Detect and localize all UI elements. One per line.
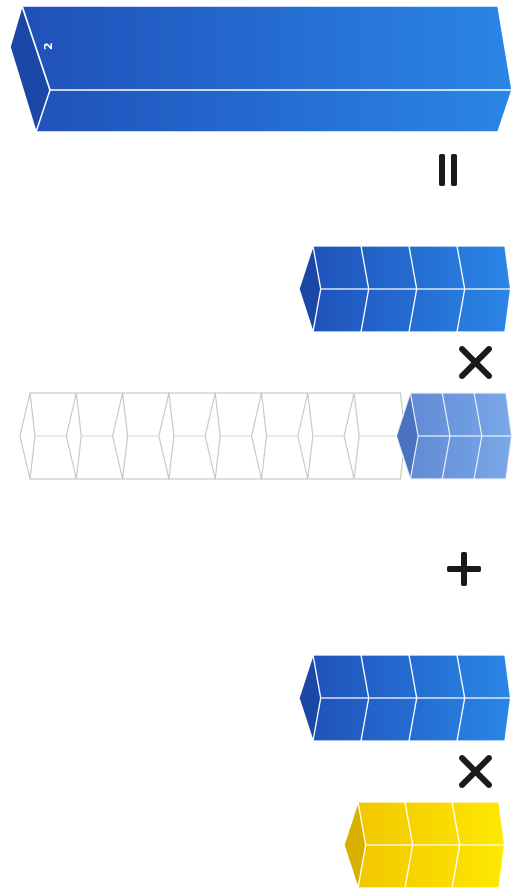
times-icon-2 [462, 758, 489, 785]
plus-icon [447, 552, 481, 586]
times-icon-1 [462, 349, 489, 376]
yellow-block-group [344, 802, 505, 888]
blue-block-group-2 [299, 655, 511, 741]
partition-strip [20, 393, 512, 479]
top-bar-label: 2 [42, 42, 55, 50]
strip-filled-units [396, 393, 511, 479]
blue-block-group-1 [299, 246, 511, 332]
equals-icon [439, 154, 457, 186]
top-bar: 2 [10, 6, 512, 132]
